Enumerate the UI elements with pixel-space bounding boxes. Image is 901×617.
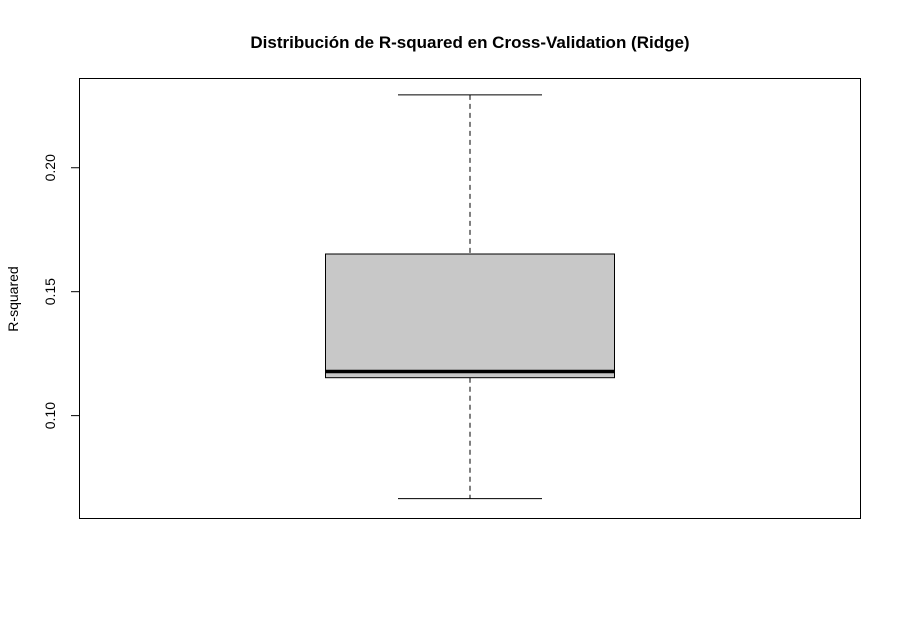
box-plot [325, 94, 615, 500]
iqr-box [325, 253, 615, 379]
y-tick-label: 0.15 [42, 278, 58, 305]
y-axis: 0.10 0.15 0.20 [42, 154, 80, 429]
y-tick-label: 0.20 [42, 154, 58, 181]
chart-title: Distribución de R-squared en Cross-Valid… [250, 33, 689, 52]
y-tick-label: 0.10 [42, 402, 58, 429]
y-axis-label: R-squared [5, 266, 21, 331]
plot-frame [79, 78, 861, 519]
